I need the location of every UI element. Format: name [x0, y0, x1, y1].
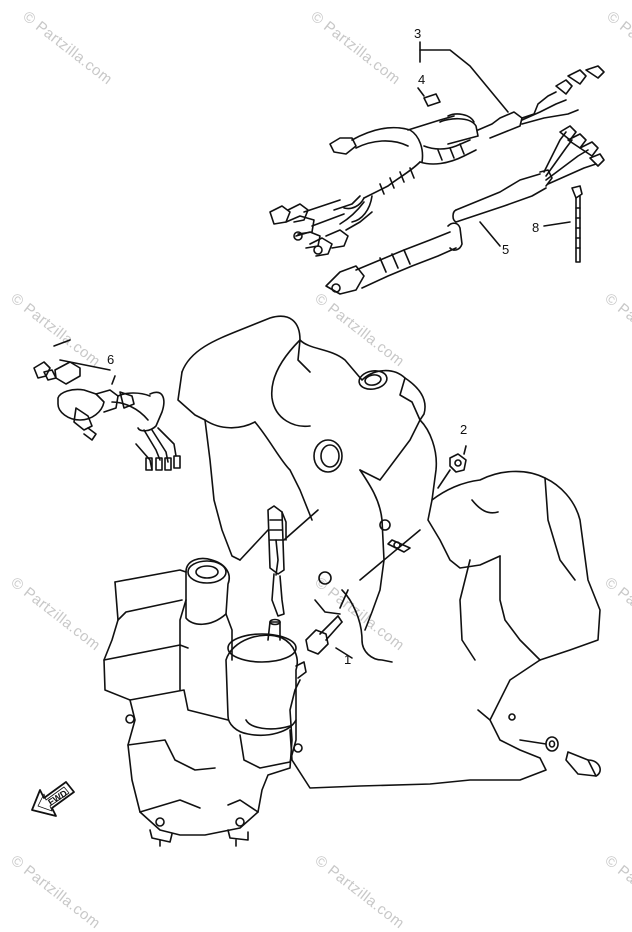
- fwd-arrow-icon: FWD: [31, 781, 75, 817]
- wiring-harness: [269, 41, 605, 295]
- callout-6: 6: [107, 352, 114, 367]
- diagram-drawing: 1 2 3 4 5 6 8 FWD: [31, 26, 605, 847]
- bolt-1: [305, 529, 421, 659]
- callout-5: 5: [502, 242, 509, 257]
- callout-3: 3: [414, 26, 421, 41]
- callout-8: 8: [532, 220, 539, 235]
- bracket-outline: [177, 315, 601, 789]
- tilt-motor-unit: [103, 505, 319, 847]
- callout-1: 1: [344, 652, 351, 667]
- parts-diagram: © Partzilla.com © Partzilla.com © Partzi…: [8, 8, 632, 932]
- trim-sender-6: [43, 359, 181, 471]
- bolt-washer: [519, 736, 601, 777]
- callout-2: 2: [460, 422, 467, 437]
- nut-2: [437, 445, 467, 489]
- screw-near-6: [33, 339, 71, 379]
- callout-4: 4: [418, 72, 425, 87]
